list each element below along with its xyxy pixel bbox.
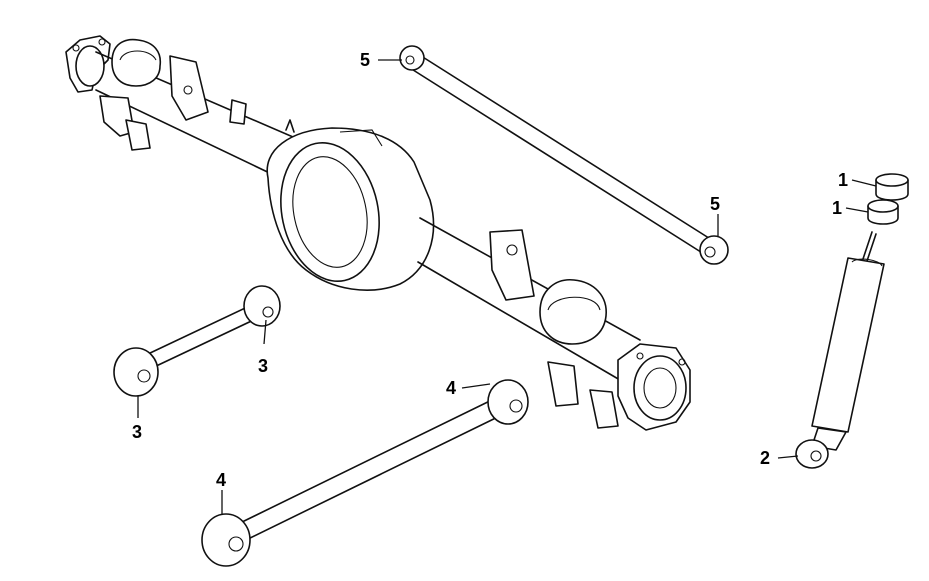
- callout-5-lower: 5: [710, 194, 720, 214]
- upper-bushing: [875, 173, 909, 201]
- callout-2: 2: [760, 448, 770, 468]
- rear-axle-housing: [65, 35, 691, 431]
- lower-trailing-arm: [201, 379, 529, 567]
- lateral-rod: [399, 45, 729, 265]
- callout-4-upper: 4: [446, 378, 456, 398]
- callout-1-lower: 1: [832, 198, 842, 218]
- callout-5-upper: 5: [360, 50, 370, 70]
- callout-4-lower: 4: [216, 470, 226, 490]
- callout-1-upper: 1: [838, 170, 848, 190]
- callout-leaders: [137, 59, 877, 514]
- callout-3-upper: 3: [258, 356, 268, 376]
- upper-trailing-arm: [113, 285, 281, 397]
- callout-3-lower: 3: [132, 422, 142, 442]
- shock-absorber: [795, 231, 885, 469]
- lower-bushing: [867, 199, 899, 225]
